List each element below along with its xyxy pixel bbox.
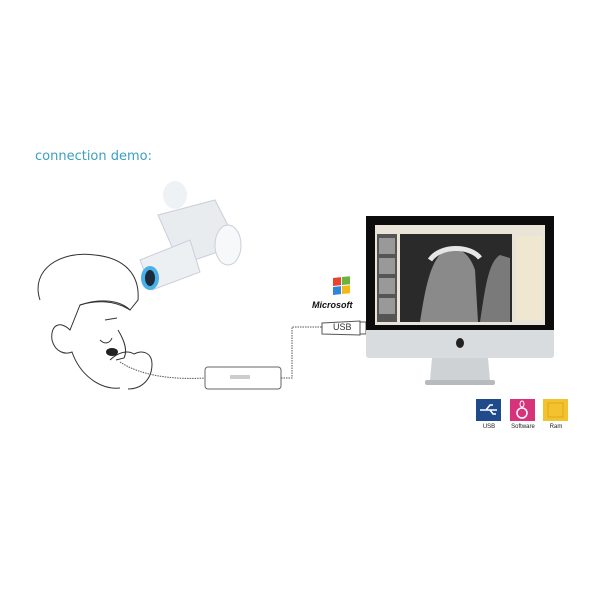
usb-plug-label: USB bbox=[333, 322, 352, 332]
mouth-sensor bbox=[106, 348, 118, 356]
interface-box-label bbox=[230, 375, 250, 379]
page-title: connection demo: bbox=[35, 149, 153, 164]
microsoft-logo bbox=[333, 276, 350, 295]
software-icon bbox=[510, 399, 535, 421]
ram-icon bbox=[543, 399, 568, 421]
feature-label-ram: Ram bbox=[549, 424, 563, 430]
xray-device bbox=[139, 181, 242, 291]
feature-label-usb: USB bbox=[482, 424, 496, 430]
sensor-cable bbox=[119, 361, 206, 379]
computer-monitor bbox=[366, 216, 554, 385]
usb-plug bbox=[321, 320, 361, 336]
patient-head-drawing bbox=[37, 253, 153, 390]
usb-icon bbox=[476, 399, 501, 421]
microsoft-label: Microsoft bbox=[312, 300, 353, 310]
usb-cable bbox=[281, 326, 322, 379]
feature-label-software: Software bbox=[511, 424, 535, 430]
